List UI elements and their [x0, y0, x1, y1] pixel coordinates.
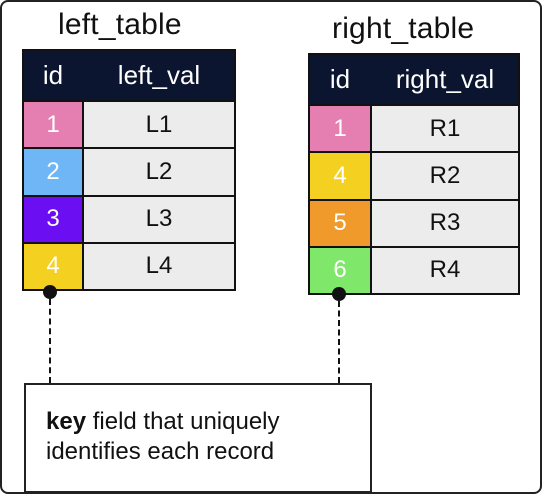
- left-dashed-connector: [49, 299, 51, 383]
- left-row-4-id: 4: [24, 241, 82, 289]
- left-row-4-val: L4: [82, 241, 234, 289]
- left-header-val: left_val: [82, 51, 234, 100]
- left-row-2-val: L2: [82, 147, 234, 195]
- left-row-1-val: L1: [82, 100, 234, 148]
- right-row-2-val: R2: [370, 151, 518, 199]
- left-table: id left_val 1 L1 2 L2 3 L3 4 L4: [22, 49, 236, 291]
- right-table: id right_val 1 R1 4 R2 5 R3 6 R4: [308, 53, 520, 295]
- left-row-2-id: 2: [24, 147, 82, 195]
- right-header-val: right_val: [370, 55, 518, 104]
- left-table-title: left_table: [58, 8, 182, 41]
- callout-bold-term: key: [46, 408, 87, 435]
- key-callout-box: key field that uniquely identifies each …: [24, 383, 372, 493]
- right-row-2-id: 4: [310, 151, 370, 199]
- right-row-3-id: 5: [310, 198, 370, 246]
- right-table-title: right_table: [332, 12, 475, 45]
- right-row-1-id: 1: [310, 104, 370, 152]
- left-row-3-id: 3: [24, 194, 82, 242]
- right-key-marker-dot: [332, 287, 346, 301]
- right-row-4-val: R4: [370, 245, 518, 293]
- right-row-3-val: R3: [370, 198, 518, 246]
- right-header-id: id: [310, 55, 370, 104]
- callout-text: field that uniquely identifies each reco…: [46, 408, 280, 465]
- left-key-marker-dot: [43, 285, 57, 299]
- left-header-id: id: [24, 51, 82, 100]
- right-row-4-id: 6: [310, 245, 370, 293]
- left-row-3-val: L3: [82, 194, 234, 242]
- right-dashed-connector: [338, 301, 340, 383]
- left-row-1-id: 1: [24, 100, 82, 148]
- right-row-1-val: R1: [370, 104, 518, 152]
